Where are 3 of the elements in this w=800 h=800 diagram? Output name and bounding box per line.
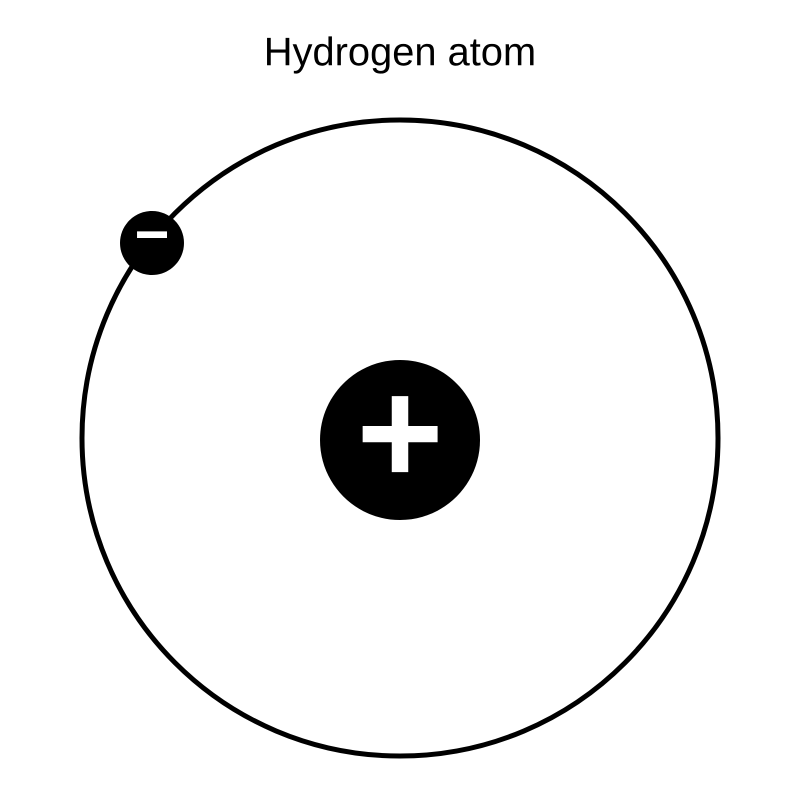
nucleus: + [320, 360, 480, 520]
orbit-circle [80, 118, 721, 759]
title: Hydrogen atom [267, 36, 534, 74]
